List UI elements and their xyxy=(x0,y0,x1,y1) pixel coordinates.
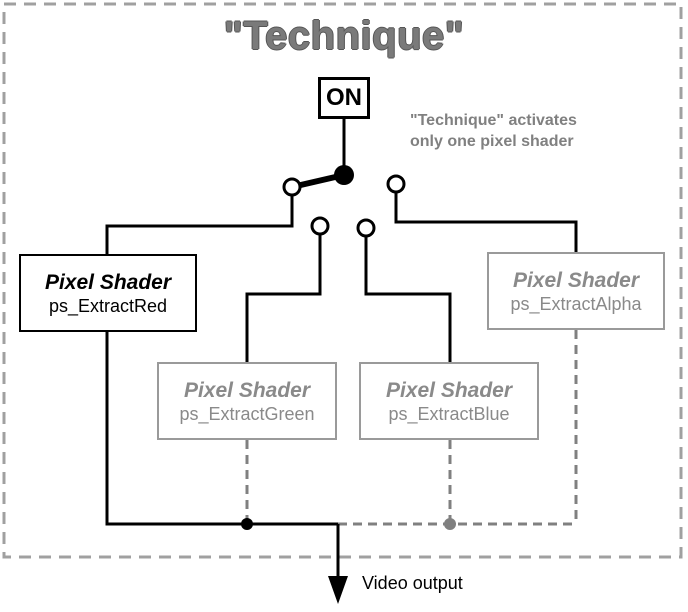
terminal-alpha xyxy=(386,174,406,194)
junction-blue xyxy=(444,518,456,530)
on-label: ON xyxy=(326,84,362,111)
note-line-1: "Technique" activates xyxy=(410,112,577,129)
video-output-label: Video output xyxy=(362,573,463,593)
shader-title: Pixel Shader xyxy=(183,378,311,402)
pixel-shader-green: Pixel Shader ps_ExtractGreen xyxy=(157,362,337,440)
pixel-shader-alpha: Pixel Shader ps_ExtractAlpha xyxy=(487,252,665,330)
diagram-title: "Technique" xyxy=(223,14,465,58)
terminal-red xyxy=(282,177,302,197)
shader-title: Pixel Shader xyxy=(512,268,640,292)
wire-red-out xyxy=(105,332,338,526)
shader-name: ps_ExtractGreen xyxy=(179,403,315,424)
wire-green-in xyxy=(245,226,322,362)
wire-blue-in xyxy=(364,228,452,362)
pixel-shader-red: Pixel Shader ps_ExtractRed xyxy=(19,254,197,332)
terminal-blue xyxy=(356,218,376,238)
terminal-green xyxy=(310,216,330,236)
shader-name: ps_ExtractBlue xyxy=(388,403,510,424)
note-line-2: only one pixel shader xyxy=(410,133,574,150)
wire-red-in xyxy=(105,187,294,254)
output-arrow-icon xyxy=(328,576,348,604)
technique-note: "Technique" activates only one pixel sha… xyxy=(410,110,650,152)
junction-green xyxy=(241,518,253,530)
shader-name: ps_ExtractAlpha xyxy=(510,293,642,314)
technique-frame xyxy=(2,2,683,559)
on-switch-box: ON xyxy=(318,77,370,119)
shader-name: ps_ExtractRed xyxy=(48,295,168,316)
switch-pivot xyxy=(334,165,354,185)
shader-title: Pixel Shader xyxy=(44,270,172,294)
wire-alpha-in xyxy=(394,184,578,252)
pixel-shader-blue: Pixel Shader ps_ExtractBlue xyxy=(359,362,539,440)
shader-title: Pixel Shader xyxy=(385,378,513,402)
